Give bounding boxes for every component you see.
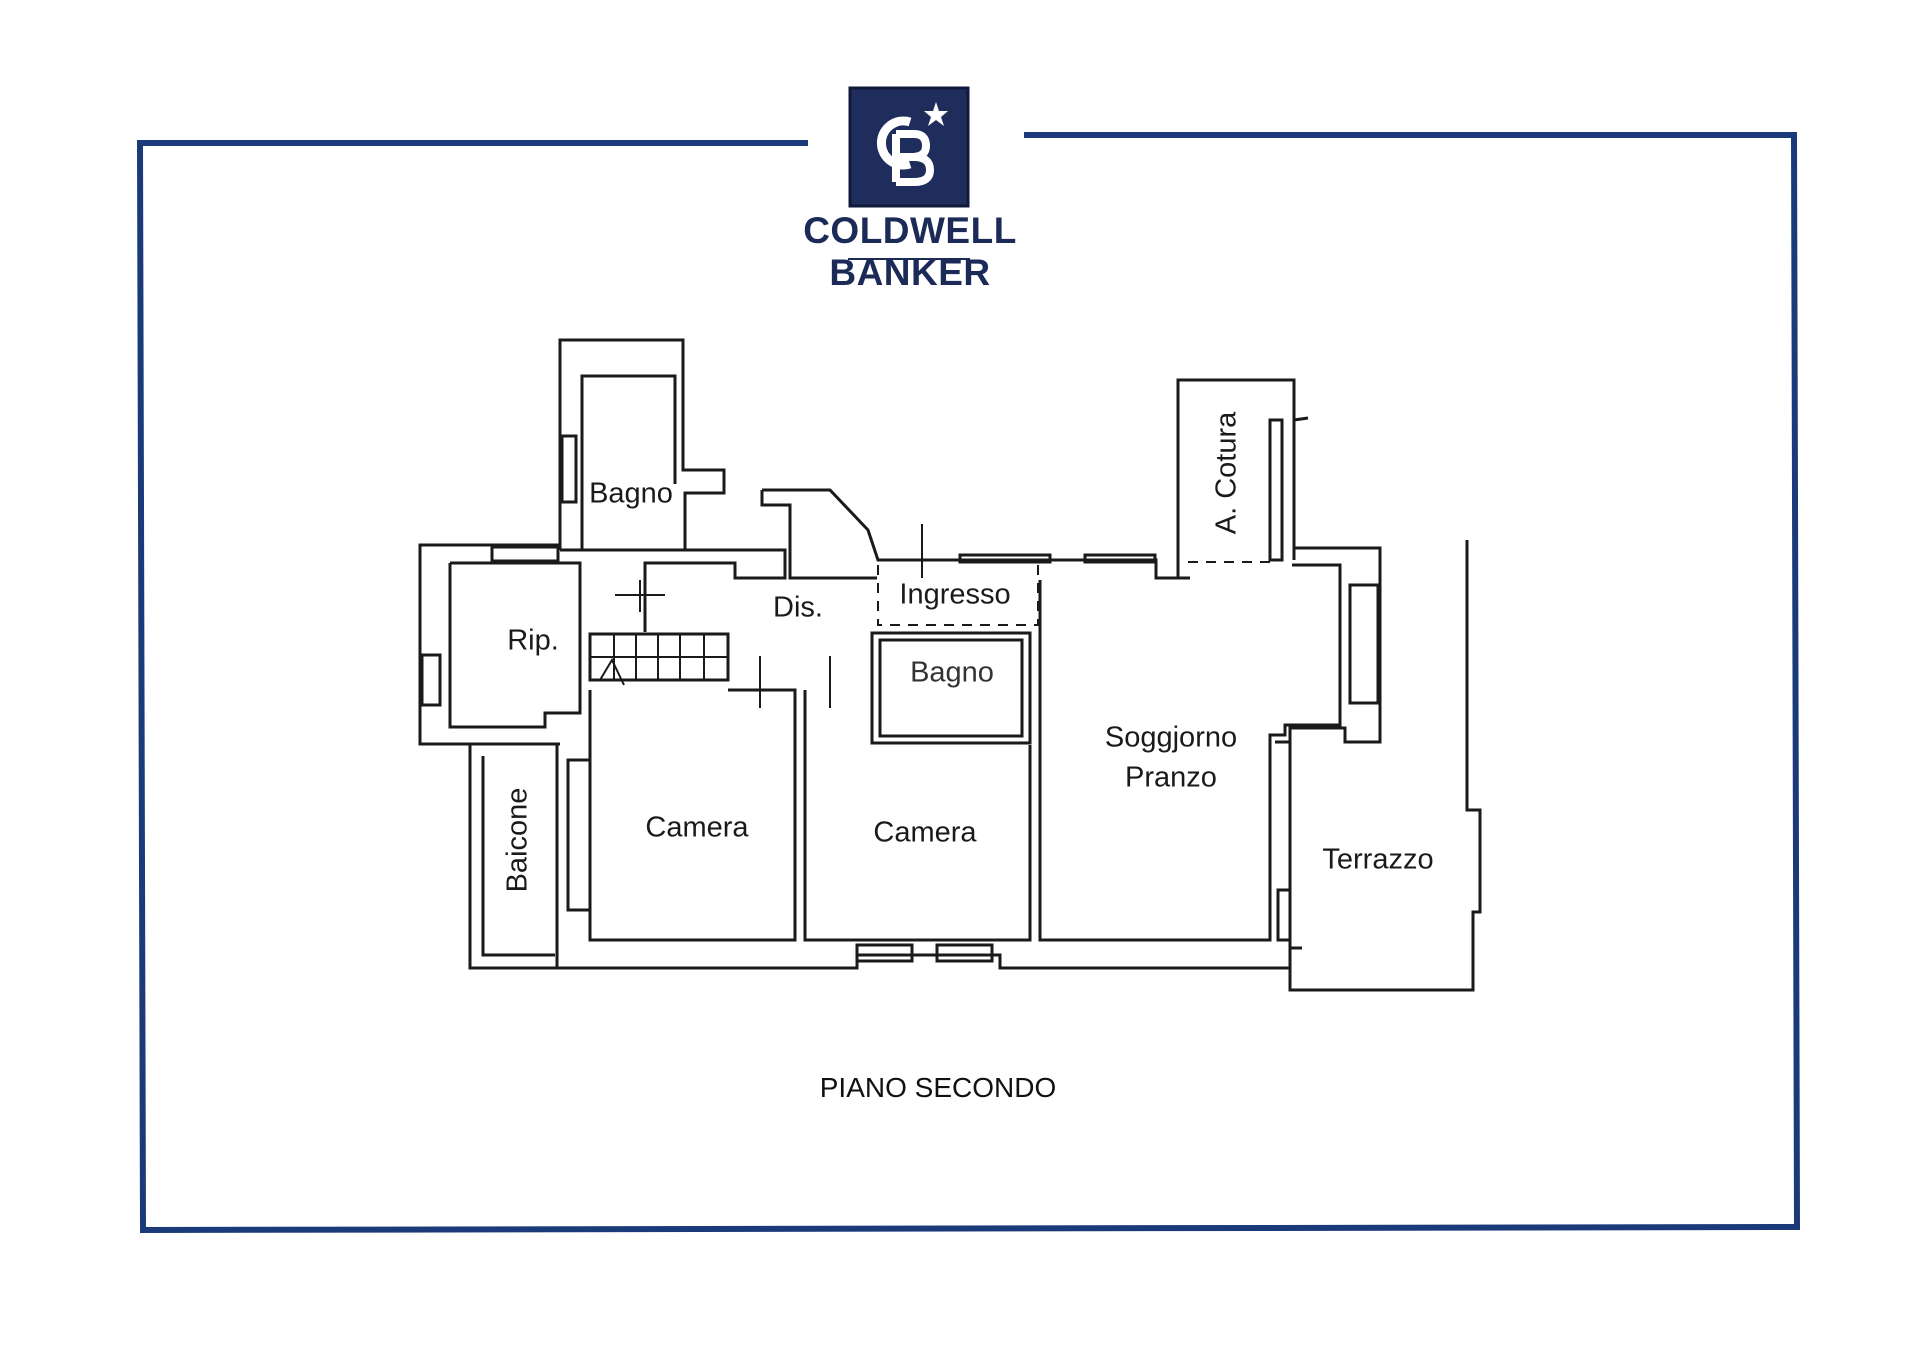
room-label-terrazzo: Terrazzo: [1322, 843, 1434, 876]
room-label-cotura: A. Cotura: [1210, 411, 1243, 535]
room-label-camera-right: Camera: [873, 816, 977, 849]
room-label-rip: Rip.: [507, 624, 559, 657]
star-icon: [924, 102, 948, 126]
brand-logo: [848, 86, 970, 208]
brand-underline: [848, 258, 970, 260]
room-label-camera-left: Camera: [645, 811, 749, 844]
room-label-bagno-mid: Bagno: [910, 656, 994, 689]
room-label-bagno-top: Bagno: [589, 477, 673, 510]
room-label-soggiorno: Soggjorno: [1104, 721, 1238, 754]
room-label-pranzo: Pranzo: [1125, 761, 1217, 794]
room-label-baicone: Baicone: [501, 787, 534, 893]
room-label-ingresso: Ingresso: [899, 578, 1011, 611]
floor-label: PIANO SECONDO: [819, 1072, 1057, 1103]
room-label-dis: Dis.: [773, 591, 823, 624]
